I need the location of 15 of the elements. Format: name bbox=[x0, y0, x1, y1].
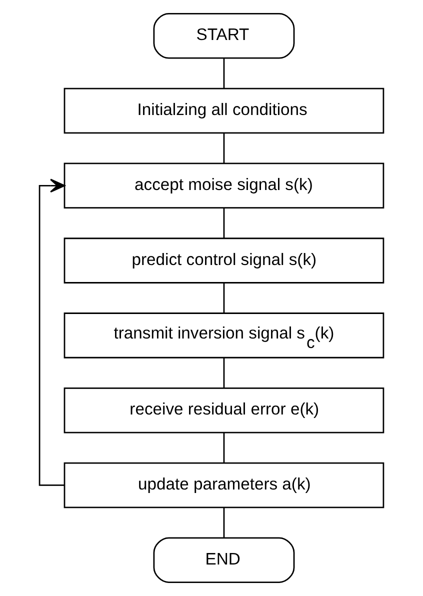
connector bbox=[223, 432, 225, 463]
connector bbox=[223, 208, 225, 238]
node-box: END bbox=[153, 537, 295, 583]
node-box: START bbox=[153, 13, 295, 59]
connector bbox=[223, 508, 225, 538]
node-box: update parameters a(k) bbox=[64, 462, 384, 508]
connector bbox=[223, 283, 225, 313]
node-box: predict control signal s(k) bbox=[64, 238, 384, 284]
node-box: accept moise signal s(k) bbox=[64, 162, 384, 209]
connector bbox=[223, 358, 225, 388]
connector bbox=[223, 58, 225, 88]
node-box: receive residual error e(k) bbox=[64, 387, 384, 434]
arrow bbox=[38, 178, 66, 486]
node-box: Initialzing all conditions bbox=[64, 88, 384, 134]
connector bbox=[223, 133, 225, 164]
